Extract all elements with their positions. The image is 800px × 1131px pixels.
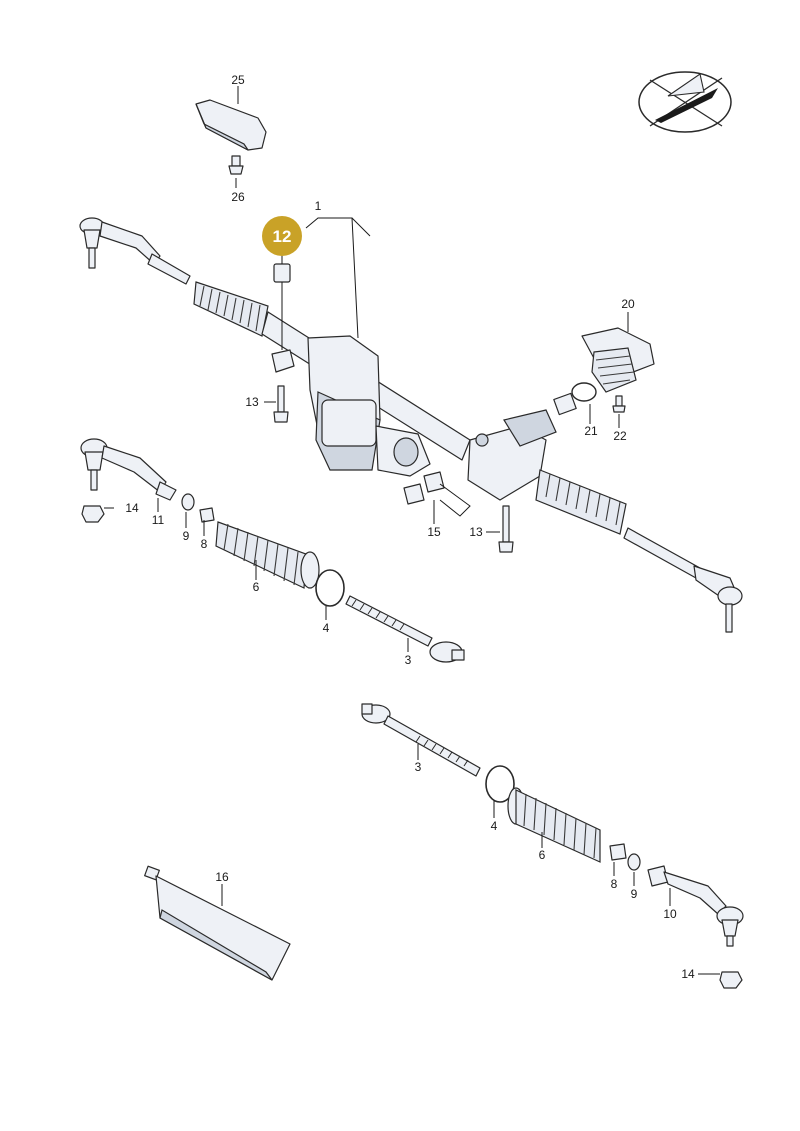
nut-right-part xyxy=(719,971,743,989)
callout-10: 10 xyxy=(663,907,677,921)
highlight-label: 12 xyxy=(273,227,292,246)
callout-8-lower: 8 xyxy=(611,877,618,891)
callout-13-lower: 13 xyxy=(469,525,483,539)
steering-rack-assembly xyxy=(79,217,743,633)
callout-11: 11 xyxy=(152,513,165,527)
tie-rod-end-right-part xyxy=(647,865,744,947)
clamp-ring-part xyxy=(315,569,345,607)
boot-left-part xyxy=(215,521,320,589)
callout-16: 16 xyxy=(215,870,229,884)
callout-21: 21 xyxy=(584,424,598,438)
highlight-badge: 12 xyxy=(262,216,302,256)
callout-25: 25 xyxy=(231,73,245,87)
callout-26: 26 xyxy=(231,190,245,204)
tie-rod-end-left-part xyxy=(80,438,177,501)
callout-13-upper: 13 xyxy=(245,395,259,409)
callout-1: 1 xyxy=(315,199,322,213)
callout-9-lower: 9 xyxy=(631,887,638,901)
screw-part xyxy=(228,155,244,175)
callout-8-upper: 8 xyxy=(201,537,208,551)
inner-tie-rod-part xyxy=(345,595,465,663)
callout-4-lower: 4 xyxy=(491,819,498,833)
callout-4-upper: 4 xyxy=(323,621,330,635)
callout-15: 15 xyxy=(427,525,441,539)
highlighted-part-12 xyxy=(273,250,291,350)
boot-right-part xyxy=(507,787,601,863)
sensor-part xyxy=(403,471,471,517)
callout-14-upper: 14 xyxy=(125,501,139,515)
callout-6-lower: 6 xyxy=(539,848,546,862)
callout-3-lower: 3 xyxy=(415,760,422,774)
bolt-part xyxy=(273,385,514,553)
pinion-gaiter-part xyxy=(571,327,655,413)
callout-9-upper: 9 xyxy=(183,529,190,543)
callout-14-lower: 14 xyxy=(681,967,695,981)
inner-tie-rod-right-part xyxy=(361,703,481,777)
compass-emblem-icon xyxy=(638,71,732,133)
washer-right-part xyxy=(609,843,641,871)
callout-6-upper: 6 xyxy=(253,580,260,594)
callout-20: 20 xyxy=(621,297,635,311)
callout-3-upper: 3 xyxy=(405,653,412,667)
clamp-ring-right-part xyxy=(485,765,515,803)
grease-tube-part xyxy=(144,865,291,981)
callout-22: 22 xyxy=(613,429,627,443)
nut-part xyxy=(81,505,105,523)
callout-labels: 25 26 1 20 13 21 22 14 11 9 8 15 13 6 4 … xyxy=(125,73,695,981)
cover-plate-part xyxy=(195,99,267,151)
washer-part xyxy=(181,493,215,523)
